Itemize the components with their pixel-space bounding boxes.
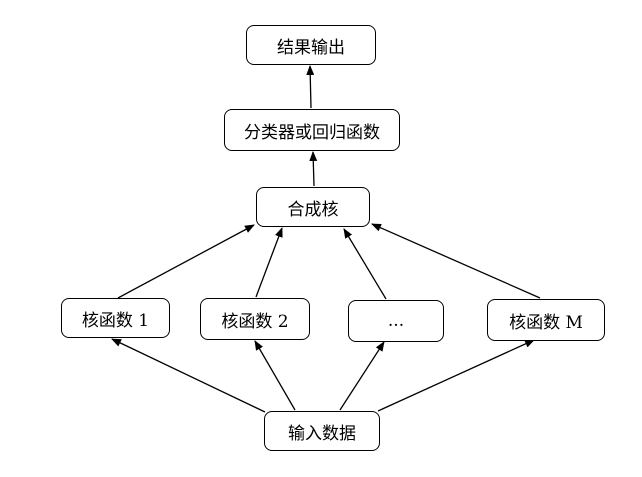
edge-input-to-kernel-ellipsis bbox=[339, 341, 385, 411]
edge-kernel-m-to-combined bbox=[371, 223, 541, 299]
edge-kernel-2-to-combined bbox=[255, 227, 283, 298]
node-kernel-function-1: 核函数 1 bbox=[61, 298, 170, 338]
node-kernel-function-m: 核函数 M bbox=[487, 299, 605, 341]
edge-combined-to-classifier bbox=[309, 151, 318, 187]
edge-input-to-kernel-1 bbox=[111, 338, 266, 413]
edge-input-to-kernel-m bbox=[377, 339, 535, 412]
node-kernel-function-ellipsis: ... bbox=[348, 300, 444, 342]
edge-kernel-ellipsis-to-combined bbox=[343, 228, 387, 300]
edge-kernel-1-to-combined bbox=[117, 224, 255, 299]
node-result-output: 结果输出 bbox=[246, 25, 376, 65]
edge-input-to-kernel-2 bbox=[254, 340, 296, 411]
node-kernel-function-2: 核函数 2 bbox=[200, 298, 310, 340]
edge-classifier-to-result bbox=[306, 65, 315, 109]
node-classifier-or-regression: 分类器或回归函数 bbox=[224, 109, 400, 151]
node-input-data: 输入数据 bbox=[264, 411, 380, 451]
node-combined-kernel: 合成核 bbox=[256, 187, 370, 227]
